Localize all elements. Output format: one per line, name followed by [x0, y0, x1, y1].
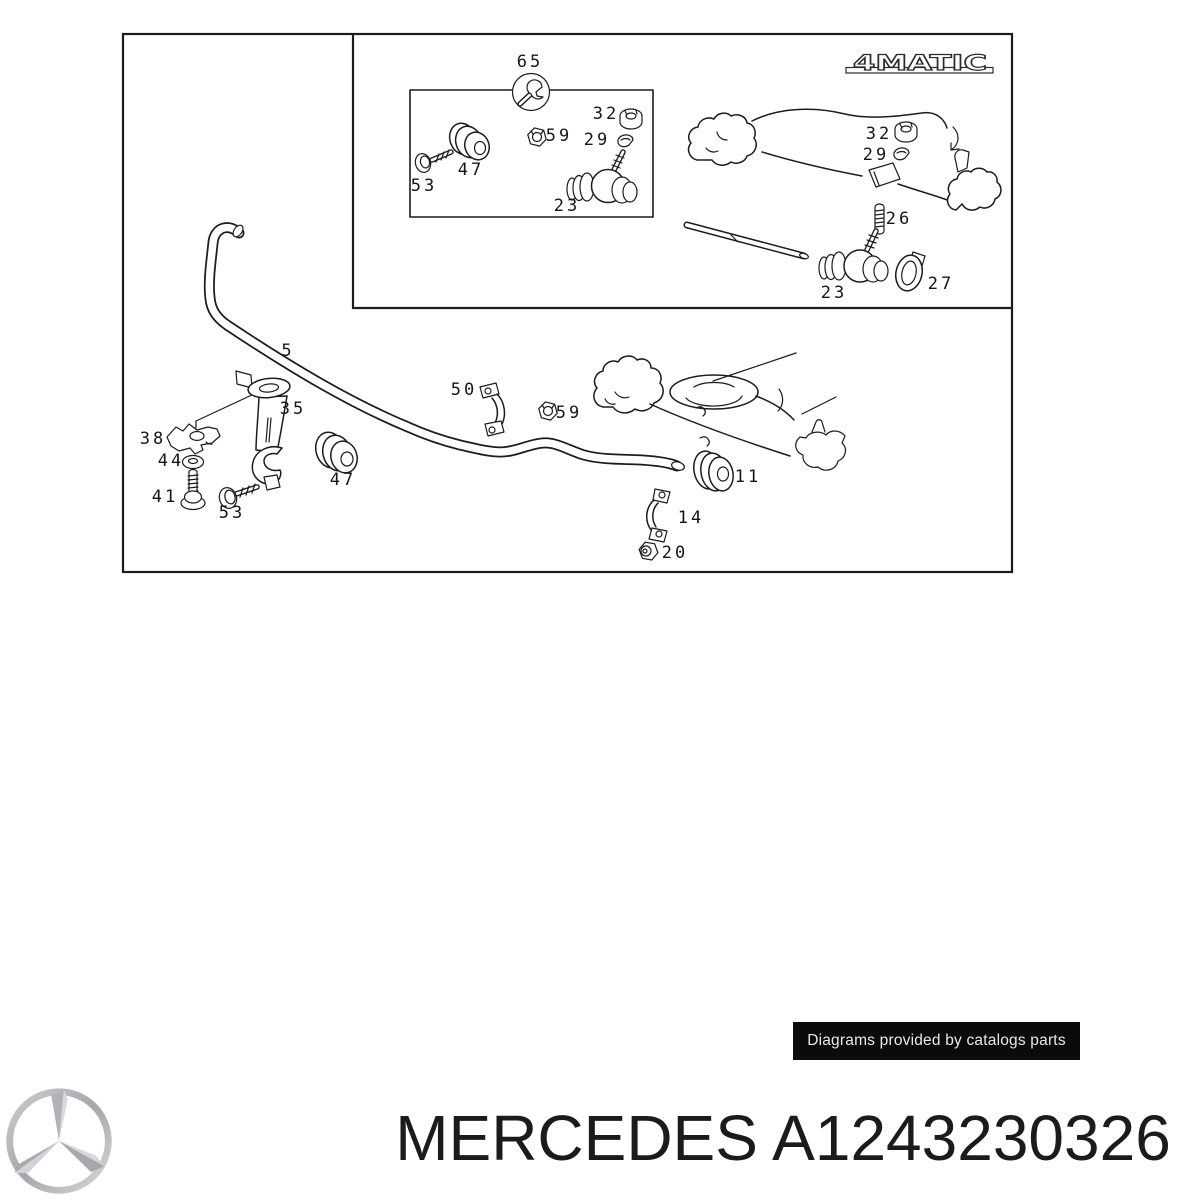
fourmatic-badge-text: 4MATIC — [853, 51, 987, 75]
wrench-icon — [511, 72, 551, 112]
part-47-bushing-kit — [448, 122, 491, 161]
part-50-clamp — [479, 382, 506, 437]
part-27-clamp — [894, 251, 926, 292]
part-47-bushing — [314, 431, 358, 474]
watermark-bar: Diagrams provided by catalogs parts — [793, 1022, 1080, 1060]
axle-carrier-drawing — [593, 352, 847, 471]
diagram-borders — [121, 32, 1014, 574]
part-14-clamp — [646, 488, 671, 543]
watermark-text: Diagrams provided by catalogs parts — [807, 1032, 1066, 1049]
part-53-bolt-kit — [414, 149, 454, 173]
direction-arrow-icon — [950, 126, 960, 151]
part-26-stud — [874, 203, 885, 235]
part-29-clip-link — [893, 147, 910, 161]
part-41-bolt — [180, 468, 206, 511]
part-32-nut-link — [894, 121, 918, 143]
part-29-clip-kit — [617, 134, 634, 148]
part-32-nut-kit — [619, 108, 643, 130]
stabilizer-bar-drawing — [203, 222, 685, 472]
part-59-nut — [538, 401, 558, 421]
part-23-tie-rod-end-kit — [566, 149, 638, 204]
part-11-bushing — [693, 450, 734, 492]
steering-link-drawing — [687, 108, 1002, 211]
inset-border — [351, 34, 1012, 310]
part-23-tie-rod-end — [818, 228, 889, 283]
outer-border — [121, 32, 1014, 574]
tie-rod-tube-drawing — [683, 221, 809, 260]
mercedes-star-icon — [6, 1088, 112, 1194]
fourmatic-badge: 4MATIC — [845, 50, 994, 76]
part-38-clip — [166, 423, 221, 455]
part-53-bolt — [218, 483, 260, 509]
part-59-nut-kit — [527, 127, 547, 147]
part-44-washer — [181, 454, 205, 470]
part-20-nut — [638, 541, 659, 561]
part-35-bracket — [195, 370, 291, 491]
page-title: MERCEDES A1243230326 — [395, 1102, 1171, 1174]
